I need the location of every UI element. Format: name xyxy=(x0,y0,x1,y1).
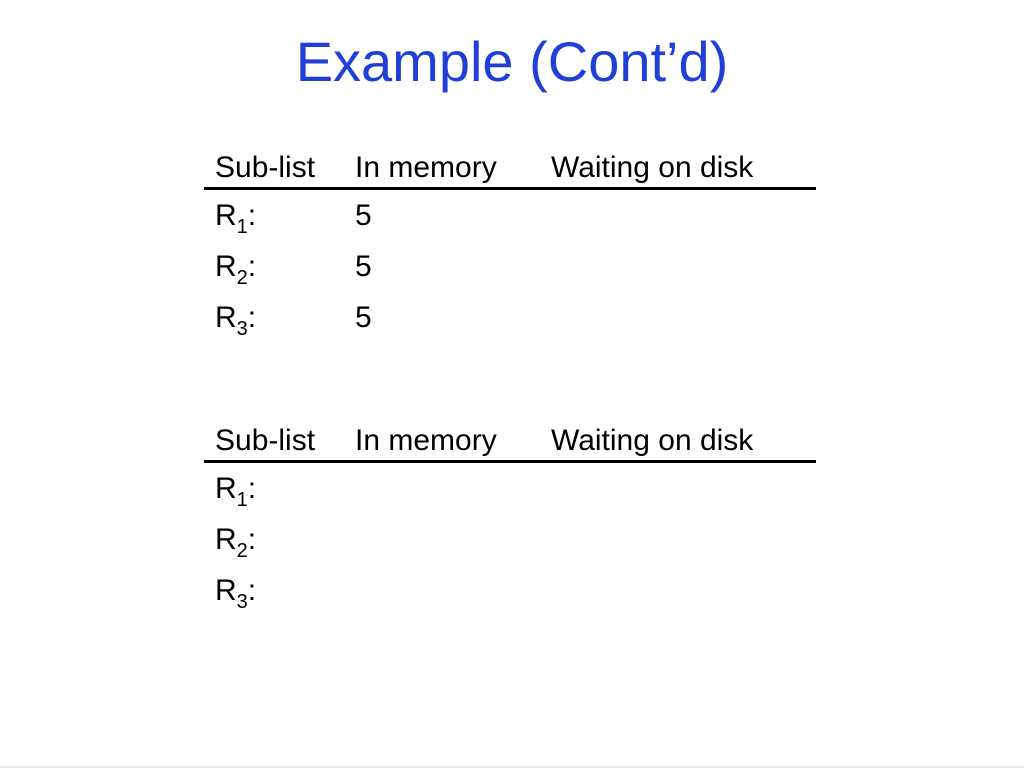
sublist-table-1: Sub-list In memory Waiting on disk R1: 5… xyxy=(204,146,816,343)
in-memory-value: 5 xyxy=(355,250,372,283)
sublist-label: R3: xyxy=(215,574,257,613)
table-row: R1: xyxy=(204,463,816,514)
sublist-label: R3: xyxy=(215,301,257,340)
in-memory-value: 5 xyxy=(355,199,372,232)
table-header-row: Sub-list In memory Waiting on disk xyxy=(204,146,816,190)
table-row: R3: 5 xyxy=(204,292,816,343)
table-row: R2: xyxy=(204,514,816,565)
sublist-label: R2: xyxy=(215,250,257,289)
header-waiting-on-disk: Waiting on disk xyxy=(551,151,754,184)
header-sublist: Sub-list xyxy=(215,424,316,457)
table-row: R3: xyxy=(204,565,816,616)
slide-title: Example (Cont’d) xyxy=(295,30,729,93)
sublist-table-2: Sub-list In memory Waiting on disk R1: R… xyxy=(204,419,816,616)
sublist-label: R1: xyxy=(215,199,257,238)
sublist-label: R2: xyxy=(215,523,257,562)
table-header-row: Sub-list In memory Waiting on disk xyxy=(204,419,816,463)
header-waiting-on-disk: Waiting on disk xyxy=(551,424,754,457)
header-sublist: Sub-list xyxy=(215,151,316,184)
in-memory-value: 5 xyxy=(355,301,372,334)
header-in-memory: In memory xyxy=(355,424,497,457)
table-row: R2: 5 xyxy=(204,241,816,292)
header-in-memory: In memory xyxy=(355,151,497,184)
footer-divider xyxy=(0,766,1024,768)
table-row: R1: 5 xyxy=(204,190,816,241)
sublist-label: R1: xyxy=(215,472,257,511)
